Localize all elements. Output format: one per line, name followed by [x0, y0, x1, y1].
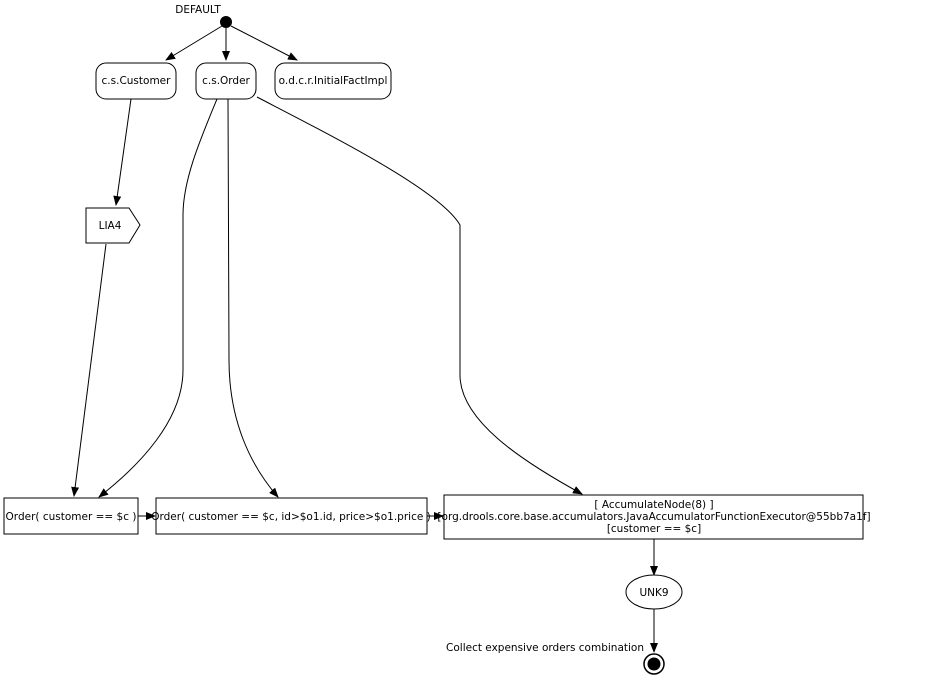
node-accumulate-line3: [customer == $c] [607, 523, 701, 535]
node-unk-label: UNK9 [639, 587, 668, 599]
node-initial-fact-label: o.d.c.r.InitialFactImpl [279, 75, 388, 87]
node-lia-label: LIA4 [99, 220, 122, 232]
end-label: Collect expensive orders combination [446, 642, 644, 654]
edge-order-join2 [227, 98, 279, 498]
edge-start-customer [165, 25, 223, 61]
node-lia[interactable]: LIA4 [85, 207, 141, 244]
edge-customer-lia [113, 98, 132, 206]
node-join2-label: Order( customer == $c, id>$o1.id, price>… [151, 511, 431, 523]
node-accumulate-line1: [ AccumulateNode(8) ] [594, 499, 713, 511]
node-join1[interactable]: Order( customer == $c ) [3, 497, 139, 535]
node-unk[interactable]: UNK9 [625, 574, 683, 610]
node-initial-fact[interactable]: o.d.c.r.InitialFactImpl [274, 62, 392, 100]
edge-lia-join1 [71, 243, 107, 497]
start-label: DEFAULT [175, 4, 221, 16]
node-join1-label: Order( customer == $c ) [6, 511, 137, 523]
edge-order-accumulate [256, 96, 583, 495]
node-order-type[interactable]: c.s.Order [195, 62, 257, 100]
node-accumulate-line2: [org.drools.core.base.accumulators.JavaA… [437, 511, 870, 523]
start-node [220, 16, 232, 28]
node-customer-type-label: c.s.Customer [102, 75, 172, 87]
edge-order-join1 [98, 98, 218, 498]
node-customer-type[interactable]: c.s.Customer [95, 62, 177, 100]
node-order-type-label: c.s.Order [202, 75, 250, 87]
end-node [643, 653, 665, 675]
edge-start-initialfact [230, 25, 298, 61]
node-join2[interactable]: Order( customer == $c, id>$o1.id, price>… [151, 497, 431, 535]
node-accumulate[interactable]: [ AccumulateNode(8) ] [org.drools.core.b… [437, 494, 871, 540]
